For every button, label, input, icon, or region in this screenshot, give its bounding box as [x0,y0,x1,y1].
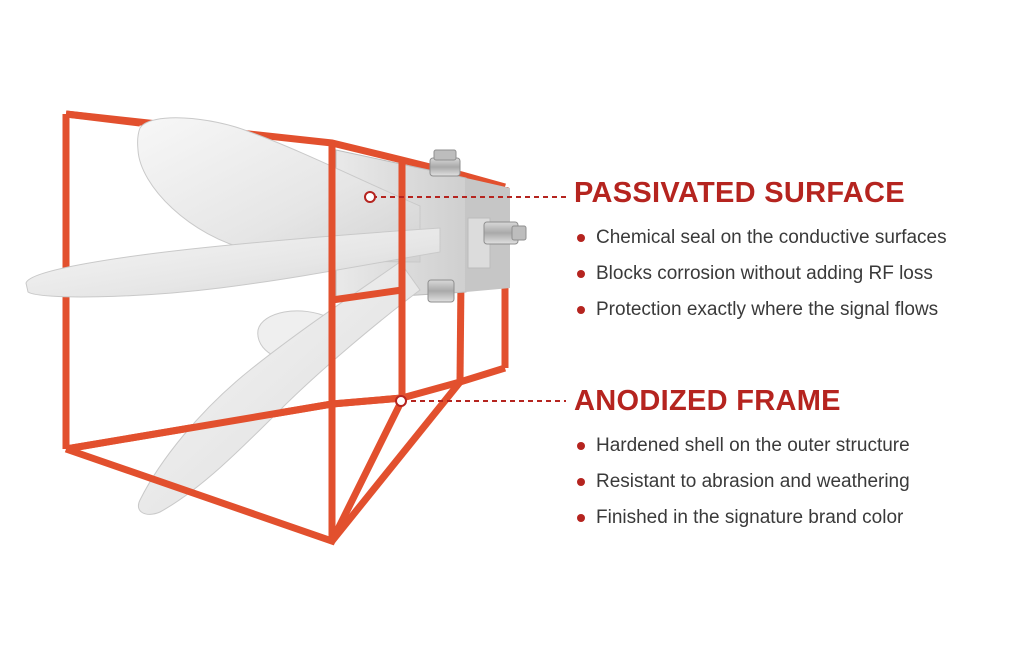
frame-front [64,110,463,546]
feature-list: Hardened shell on the outer structure Re… [574,428,910,536]
list-item-text: Chemical seal on the conductive surfaces [596,227,947,248]
feature-list: Chemical seal on the conductive surfaces… [574,220,947,328]
bullet-dot-icon [577,306,585,314]
bullet-dot-icon [577,270,585,278]
anodized-frame-section: ANODIZED FRAME Hardened shell on the out… [574,384,910,536]
bullet-dot-icon [577,514,585,522]
callout-pin-icon [395,395,407,407]
callout-leader-frame [395,395,566,407]
list-item: Resistant to abrasion and weathering [574,464,910,500]
list-item: Blocks corrosion without adding RF loss [574,256,947,292]
bullet-dot-icon [577,478,585,486]
list-item-text: Resistant to abrasion and weathering [596,471,910,492]
antenna-fins [25,117,441,515]
section-heading: PASSIVATED SURFACE [574,177,905,209]
passivated-surface-section: PASSIVATED SURFACE Chemical seal on the … [574,176,947,328]
bullet-dot-icon [577,234,585,242]
list-item-text: Finished in the signature brand color [596,507,904,528]
list-item: Chemical seal on the conductive surfaces [574,220,947,256]
callout-pin-icon [364,191,376,203]
list-item: Hardened shell on the outer structure [574,428,910,464]
list-item: Protection exactly where the signal flow… [574,292,947,328]
bullet-dot-icon [577,442,585,450]
callout-leader-surface [364,191,566,203]
list-item: Finished in the signature brand color [574,500,910,536]
list-item-text: Blocks corrosion without adding RF loss [596,263,933,284]
section-heading: ANODIZED FRAME [574,385,841,417]
list-item-text: Hardened shell on the outer structure [596,435,910,456]
list-item-text: Protection exactly where the signal flow… [596,299,939,320]
